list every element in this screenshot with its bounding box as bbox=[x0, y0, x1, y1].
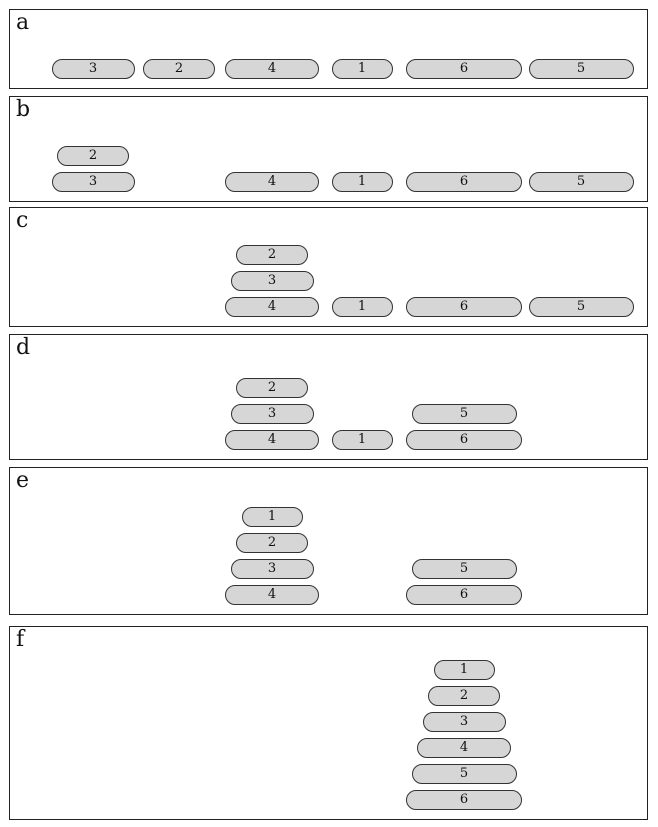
panel-label: d bbox=[16, 335, 31, 360]
panel-label: b bbox=[16, 97, 31, 122]
pancake-2: 2 bbox=[236, 533, 308, 553]
panel-label: f bbox=[16, 627, 25, 652]
pancake-1: 1 bbox=[433, 660, 495, 680]
panel-e: e 4 3 2 1 6 5 bbox=[9, 467, 648, 615]
pancake-4: 4 bbox=[225, 430, 319, 450]
pancake-4: 4 bbox=[225, 297, 319, 317]
pancake-3: 3 bbox=[51, 172, 135, 192]
pancake-5: 5 bbox=[411, 404, 517, 424]
pancake-2: 2 bbox=[428, 686, 500, 706]
pancake-2: 2 bbox=[236, 378, 308, 398]
pancake-4: 4 bbox=[225, 172, 319, 192]
panel-f: f 6 5 4 3 2 1 bbox=[9, 626, 648, 820]
pancake-3: 3 bbox=[230, 271, 314, 291]
pancake-4: 4 bbox=[417, 738, 511, 758]
pancake-1: 1 bbox=[331, 59, 393, 79]
pancake-4: 4 bbox=[225, 585, 319, 605]
pancake-4: 4 bbox=[225, 59, 319, 79]
panel-label: c bbox=[16, 208, 29, 233]
pancake-2: 2 bbox=[57, 146, 129, 166]
pancake-1: 1 bbox=[331, 297, 393, 317]
pancake-6: 6 bbox=[406, 585, 522, 605]
pancake-3: 3 bbox=[230, 404, 314, 424]
pancake-3: 3 bbox=[230, 559, 314, 579]
pancake-1: 1 bbox=[331, 172, 393, 192]
pancake-2: 2 bbox=[143, 59, 215, 79]
panel-label: a bbox=[16, 10, 30, 35]
pancake-1: 1 bbox=[241, 507, 303, 527]
pancake-6: 6 bbox=[406, 297, 522, 317]
panel-label: e bbox=[16, 468, 30, 493]
pancake-5: 5 bbox=[411, 764, 517, 784]
pancake-6: 6 bbox=[406, 59, 522, 79]
pancake-6: 6 bbox=[406, 790, 522, 810]
pancake-5: 5 bbox=[528, 172, 634, 192]
pancake-5: 5 bbox=[528, 297, 634, 317]
pancake-1: 1 bbox=[331, 430, 393, 450]
pancake-6: 6 bbox=[406, 430, 522, 450]
pancake-3: 3 bbox=[51, 59, 135, 79]
pancake-3: 3 bbox=[422, 712, 506, 732]
pancake-5: 5 bbox=[411, 559, 517, 579]
pancake-2: 2 bbox=[236, 245, 308, 265]
pancake-6: 6 bbox=[406, 172, 522, 192]
pancake-5: 5 bbox=[528, 59, 634, 79]
